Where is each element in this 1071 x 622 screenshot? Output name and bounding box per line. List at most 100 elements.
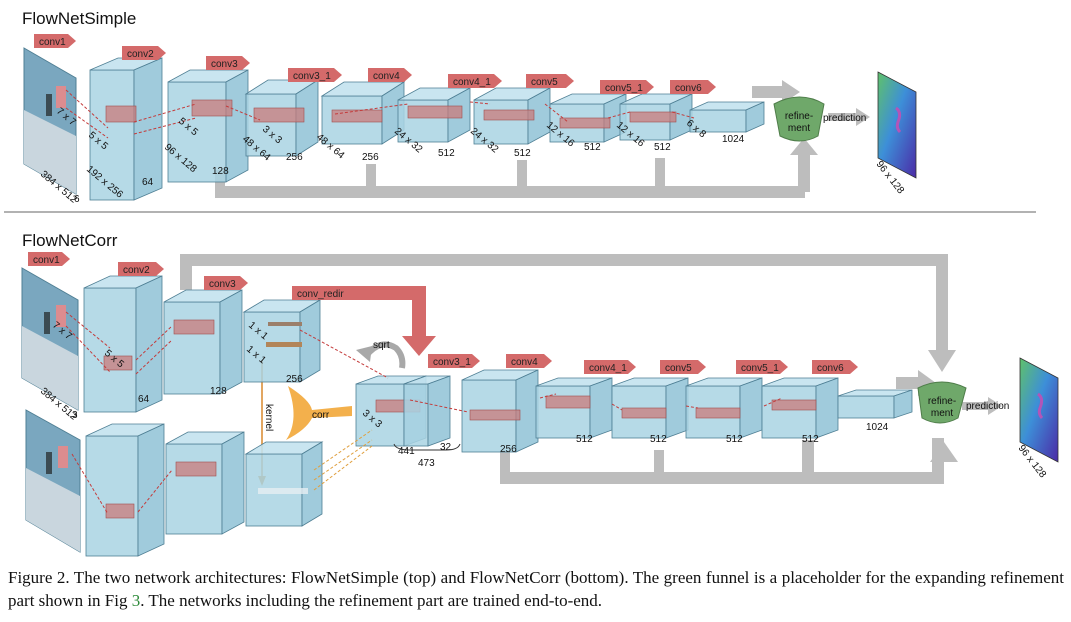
corr-refinement-funnel: refine- ment xyxy=(917,381,967,424)
caption-text-1: Figure 2. The two network architectures:… xyxy=(8,568,1064,610)
corr-tag-conv5: conv5 xyxy=(660,360,706,374)
simple-tag-conv3_1-label: conv3_1 xyxy=(293,71,331,82)
corr-tag-conv1-label: conv1 xyxy=(33,255,60,266)
corr-output-flow xyxy=(1019,357,1059,463)
corr-block-conv4_1-patch xyxy=(545,395,591,409)
simple-block-8-patch xyxy=(629,111,677,123)
corr-tag-conv4-label: conv4 xyxy=(511,357,538,368)
simple-channels-1: 64 xyxy=(142,177,154,188)
simple-tag-conv5_1: conv5_1 xyxy=(600,80,654,94)
corr-upper-block-2 xyxy=(163,289,243,395)
corr-block-conv4-patch xyxy=(469,409,521,421)
simple-tag-conv3: conv3 xyxy=(206,56,250,70)
simple-tag-conv4-label: conv4 xyxy=(373,71,400,82)
simple-block-9 xyxy=(689,101,765,133)
corr-refinement-label-2: ment xyxy=(931,408,953,419)
corr-tag-conv6: conv6 xyxy=(812,360,858,374)
simple-receptive-lines xyxy=(65,89,695,139)
corr-tag-conv6-label: conv6 xyxy=(817,363,844,374)
simple-channels-4: 256 xyxy=(362,152,379,163)
corr-upper-block-3 xyxy=(242,299,322,383)
simple-refinement-label-1: refine- xyxy=(785,111,813,122)
corr-tag-conv2-label: conv2 xyxy=(123,265,150,276)
corr-gray-top-connection xyxy=(180,254,1002,484)
corr-width-annotation xyxy=(393,443,461,451)
corr-upper-stripe-1 xyxy=(268,322,302,326)
simple-channels-8: 512 xyxy=(654,142,671,153)
corr-channels-3: 256 xyxy=(286,374,303,385)
flownetcorr-title: FlowNetCorr xyxy=(22,231,118,250)
simple-block-2 xyxy=(167,69,249,183)
corr-tag-conv5_1: conv5_1 xyxy=(736,360,788,374)
corr-lower-block-1 xyxy=(85,423,165,557)
simple-tag-conv5-label: conv5 xyxy=(531,77,558,88)
corr-channels-8: 512 xyxy=(802,434,819,445)
corr-tag-conv2: conv2 xyxy=(118,262,164,276)
figure-caption: Figure 2. The two network architectures:… xyxy=(8,566,1064,612)
corr-lower-block-2-patch xyxy=(175,461,217,477)
corr-input-image-2 xyxy=(25,409,81,553)
simple-tag-conv4_1-label: conv4_1 xyxy=(453,77,491,88)
flownetsimple-title: FlowNetSimple xyxy=(22,9,136,28)
corr-block-conv6-patch xyxy=(771,399,817,411)
corr-orange-lines xyxy=(313,429,373,491)
simple-block-3-patch xyxy=(253,107,305,123)
corr-prediction-label: prediction xyxy=(966,401,1009,412)
corr-tag-conv4: conv4 xyxy=(506,354,552,368)
corr-upper-stripe-2 xyxy=(266,342,302,347)
simple-tag-conv1: conv1 xyxy=(34,34,76,48)
simple-tag-conv5_1-label: conv5_1 xyxy=(605,83,643,94)
simple-tag-conv4: conv4 xyxy=(368,68,412,82)
corr-block-output xyxy=(837,389,913,419)
corr-tag-conv4_1: conv4_1 xyxy=(584,360,636,374)
corr-upper-block-2-patch xyxy=(173,319,215,335)
caption-text-2: . The networks including the refinement … xyxy=(140,591,603,610)
width-473: 473 xyxy=(418,458,435,469)
simple-block-5 xyxy=(397,87,471,143)
caption-figure-ref[interactable]: 3 xyxy=(131,591,141,610)
simple-input-channels: 6 xyxy=(74,194,80,205)
simple-channels-9: 1024 xyxy=(722,134,745,145)
simple-block-2-patch xyxy=(191,99,233,117)
simple-output-flow xyxy=(877,71,917,179)
corr-channels-7: 512 xyxy=(726,434,743,445)
simple-channels-7: 512 xyxy=(584,142,601,153)
corr-label: corr xyxy=(312,410,330,421)
corr-receptive-lines xyxy=(65,311,783,515)
simple-channels-3: 256 xyxy=(286,152,303,163)
corr-channels-2: 128 xyxy=(210,386,227,397)
corr-conv-blocks xyxy=(83,275,913,557)
corr-block-conv4_1 xyxy=(535,377,613,439)
width-441: 441 xyxy=(398,446,415,457)
simple-channels-5: 512 xyxy=(438,148,455,159)
simple-tag-conv1-label: conv1 xyxy=(39,37,66,48)
corr-tag-conv3_1-label: conv3_1 xyxy=(433,357,471,368)
corr-refinement-label-1: refine- xyxy=(928,396,956,407)
simple-tag-conv4_1: conv4_1 xyxy=(448,74,502,88)
corr-block-conv5 xyxy=(611,377,689,439)
simple-block-7-patch xyxy=(559,117,611,129)
corr-channels-4: 256 xyxy=(500,444,517,455)
corr-channels-5: 512 xyxy=(576,434,593,445)
simple-prediction-label: prediction xyxy=(823,113,866,124)
simple-tag-conv3_1: conv3_1 xyxy=(288,68,342,82)
corr-input-image-1 xyxy=(21,267,79,411)
simple-channels-2: 128 xyxy=(212,166,229,177)
corr-lower-block-3 xyxy=(244,441,324,527)
corr-block-conv5_1-patch xyxy=(695,407,741,419)
corr-block-redir-concat-b xyxy=(403,375,451,447)
simple-channels-6: 512 xyxy=(514,148,531,159)
corr-tag-conv1: conv1 xyxy=(28,252,70,266)
simple-skip-connections xyxy=(215,80,870,198)
simple-tag-conv5: conv5 xyxy=(526,74,574,88)
corr-tag-conv5-label: conv5 xyxy=(665,363,692,374)
simple-block-8 xyxy=(619,93,693,141)
width-32: 32 xyxy=(440,442,452,453)
corr-tag-conv3: conv3 xyxy=(204,276,248,290)
corr-channels-6: 512 xyxy=(650,434,667,445)
kernel-label: kernel xyxy=(263,404,274,431)
simple-block-5-patch xyxy=(407,105,463,119)
simple-block-6-patch xyxy=(483,109,535,121)
simple-tag-conv6: conv6 xyxy=(670,80,716,94)
